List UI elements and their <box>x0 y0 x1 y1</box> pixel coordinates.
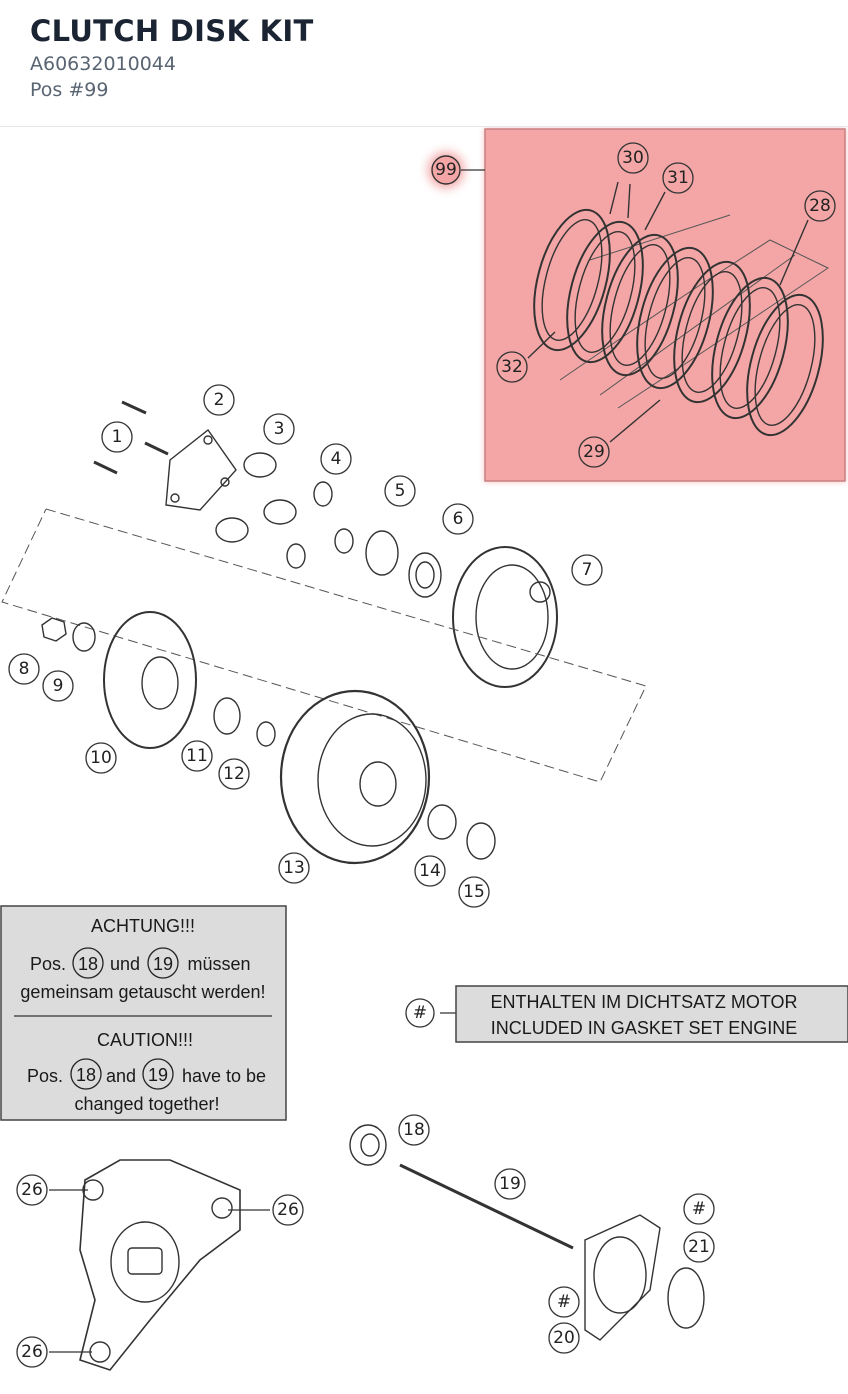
callout-label: 32 <box>501 357 523 377</box>
callout-label: 29 <box>583 442 605 462</box>
callout-11[interactable]: 11 <box>181 740 213 772</box>
callout-label: 26 <box>21 1180 43 1200</box>
callout-14[interactable]: 14 <box>414 855 446 887</box>
part-number: A60632010044 <box>30 53 176 75</box>
legend-line2: INCLUDED IN GASKET SET ENGINE <box>491 1018 797 1038</box>
notice-en-line2: changed together! <box>74 1094 219 1114</box>
callout-7[interactable]: 7 <box>571 554 603 586</box>
clutch-disk-stack <box>527 181 830 443</box>
callout-99-label: 99 <box>435 160 457 180</box>
clutch-assembly-parts <box>1 400 705 1371</box>
callout-label: 2 <box>214 390 225 410</box>
callout-1[interactable]: 1 <box>101 421 133 453</box>
callout-4[interactable]: 4 <box>320 443 352 475</box>
callout-8[interactable]: 8 <box>8 653 40 685</box>
position-label: Pos #99 <box>30 79 109 101</box>
notice-de-und: und <box>110 954 140 974</box>
callout-3[interactable]: 3 <box>263 413 295 445</box>
callout-19[interactable]: 19 <box>494 1168 526 1200</box>
callout-5[interactable]: 5 <box>384 475 416 507</box>
callout-10[interactable]: 10 <box>85 742 117 774</box>
callout-99[interactable]: 99 <box>428 152 485 188</box>
callout-label: 6 <box>453 509 464 529</box>
callout-32[interactable]: 32 <box>496 351 528 383</box>
notice-de-ref1: 18 <box>78 954 98 974</box>
callout-label: 26 <box>21 1342 43 1362</box>
callout-label: 4 <box>331 449 342 469</box>
callout-hash[interactable]: # <box>548 1286 580 1318</box>
callout-label: 31 <box>667 168 689 188</box>
notice-en-pos: Pos. <box>27 1066 63 1086</box>
callout-label: 11 <box>186 746 208 766</box>
legend-symbol: # <box>413 1003 427 1023</box>
callout-label: 28 <box>809 196 831 216</box>
exploded-parts-diagram: 99 <box>0 127 848 1390</box>
callout-label: 10 <box>90 748 112 768</box>
callout-28[interactable]: 28 <box>804 190 836 222</box>
callout-label: 14 <box>419 861 441 881</box>
page-title: CLUTCH DISK KIT <box>30 14 314 48</box>
callout-6[interactable]: 6 <box>442 503 474 535</box>
callout-label: # <box>692 1199 706 1219</box>
callout-label: 19 <box>499 1174 521 1194</box>
callout-label: 12 <box>223 764 245 784</box>
callout-label: 18 <box>403 1120 425 1140</box>
callout-label: 20 <box>553 1328 575 1348</box>
callout-label: 13 <box>283 858 305 878</box>
notice-en-ref2: 19 <box>148 1065 168 1085</box>
notice-de-line1-end: müssen <box>187 954 250 974</box>
legend-line1: ENTHALTEN IM DICHTSATZ MOTOR <box>490 992 797 1012</box>
callout-label: # <box>557 1292 571 1312</box>
callout-26[interactable]: 26 <box>272 1194 304 1226</box>
callout-2[interactable]: 2 <box>203 384 235 416</box>
callout-label: 5 <box>395 481 406 501</box>
callout-label: 8 <box>19 659 30 679</box>
callout-20[interactable]: 20 <box>548 1322 580 1354</box>
callout-30[interactable]: 30 <box>617 142 649 174</box>
callout-29[interactable]: 29 <box>578 436 610 468</box>
notice-de-pos: Pos. <box>30 954 66 974</box>
notice-en-title: CAUTION!!! <box>97 1030 193 1050</box>
callout-31[interactable]: 31 <box>662 162 694 194</box>
notice-de-title: ACHTUNG!!! <box>91 916 195 936</box>
callout-label: 3 <box>274 419 285 439</box>
callout-label: 21 <box>688 1237 710 1257</box>
callout-13[interactable]: 13 <box>278 852 310 884</box>
callout-label: 7 <box>582 560 593 580</box>
callout-label: 15 <box>463 882 485 902</box>
notice-box: ACHTUNG!!! Pos. 18 und 19 müssen gemeins… <box>0 905 287 1121</box>
callout-label: 9 <box>53 676 64 696</box>
notice-de-line2: gemeinsam getauscht werden! <box>20 982 265 1002</box>
callout-label: 30 <box>622 148 644 168</box>
callout-21[interactable]: 21 <box>683 1231 715 1263</box>
diagram-canvas: 99 <box>0 128 848 1371</box>
callout-26[interactable]: 26 <box>16 1174 48 1206</box>
gasket-set-legend: # ENTHALTEN IM DICHTSATZ MOTOR INCLUDED … <box>405 985 848 1043</box>
notice-de-ref2: 19 <box>153 954 173 974</box>
leader-lines <box>49 1012 458 1353</box>
callout-label: 26 <box>277 1200 299 1220</box>
callout-label: 1 <box>112 427 123 447</box>
callout-26[interactable]: 26 <box>16 1336 48 1368</box>
notice-en-line1-end: have to be <box>182 1066 266 1086</box>
page-header: CLUTCH DISK KIT A60632010044 Pos #99 <box>0 0 848 127</box>
callout-hash[interactable]: # <box>683 1193 715 1225</box>
notice-en-ref1: 18 <box>76 1065 96 1085</box>
callout-9[interactable]: 9 <box>42 670 74 702</box>
callout-18[interactable]: 18 <box>398 1114 430 1146</box>
callout-12[interactable]: 12 <box>218 758 250 790</box>
notice-en-and: and <box>106 1066 136 1086</box>
callout-15[interactable]: 15 <box>458 876 490 908</box>
